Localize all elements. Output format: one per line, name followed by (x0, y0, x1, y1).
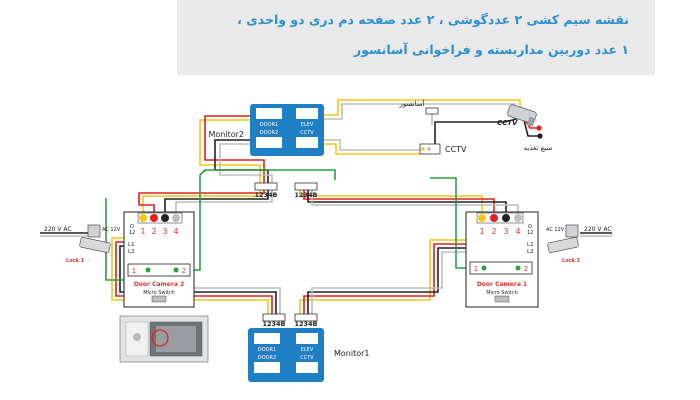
lock-1-label: Lock 1 (66, 258, 85, 264)
lock-2-icon (547, 237, 579, 253)
monitor1-cctv-label: CCTV (300, 355, 314, 361)
header-banner: نقشه سیم کشی ۲ عددگوشی ، ۲ عدد صفحه دم د… (177, 0, 655, 75)
cctv-camera: CCTV منبع تغذیه (497, 104, 553, 152)
connector-bottom-right: 1234B (294, 313, 318, 328)
connector-top-right: 1234B (294, 182, 318, 199)
monitor1-door2-label: DOOR2 (258, 355, 276, 361)
monitor2-cctv-label: CCTV (300, 130, 314, 136)
cam1-t2: 2 (491, 227, 496, 236)
cam2-l1: L1 (128, 242, 135, 248)
power-source-label: منبع تغذیه (524, 144, 553, 152)
connector-bottom-left-label: 1234B (262, 320, 285, 328)
monitor1-elev-label: ELEV (301, 347, 314, 353)
cam2-12: 12 (129, 230, 135, 236)
cam1-power-plug-icon (565, 224, 579, 238)
cam1-switch-1: 1 (474, 265, 478, 273)
cam1-t1: 1 (479, 227, 484, 236)
monitor1-label: Monitor1 (334, 349, 370, 358)
connector-bottom-left: 1234B (262, 313, 286, 328)
cam2-t1: 1 (140, 227, 145, 236)
cam2-t3: 3 (162, 227, 167, 236)
cam2-switch-1: 1 (132, 267, 136, 275)
cctv-box: CCTV (419, 143, 467, 155)
cam1-power-label: 220 V AC (584, 226, 612, 233)
cam1-l2: L2 (527, 249, 534, 255)
lock-1-icon (79, 237, 111, 253)
cam1-switch-2: 2 (524, 265, 528, 273)
cam2-title: Door Camera 2 (134, 281, 184, 288)
cctv-terminal-dots (421, 147, 431, 151)
cam1-12: 12 (527, 230, 533, 236)
cam1-t4: 4 (515, 227, 520, 236)
monitor-1: DOOR1 ELEV DOOR2 CCTV (248, 328, 324, 382)
cam1-ac-label: AC 12V (546, 227, 565, 233)
cam1-l1: L1 (527, 242, 534, 248)
cam1-t3: 3 (503, 227, 508, 236)
cam2-ac-label: AC 12V (102, 227, 121, 233)
cam2-l2: L2 (128, 249, 135, 255)
cctv-camera-label: CCTV (497, 119, 518, 127)
connector-top-left: 1234B (254, 182, 278, 199)
cam2-o: O (130, 224, 134, 230)
monitor1-door1-label: DOOR1 (258, 347, 276, 353)
connector-top-left-label: 1234B (254, 191, 277, 199)
monitor2-label: Monitor2 (209, 130, 245, 139)
monitor2-door2-label: DOOR2 (260, 130, 278, 136)
header-title-line2: ۱ عدد دوربین مداربسته و فراخوانی آسانسور (353, 42, 629, 57)
cam1-title: Door Camera 1 (477, 281, 527, 288)
cam2-t2: 2 (151, 227, 156, 236)
elevator-terminal (425, 107, 439, 115)
elevator-label: آسانسور (398, 99, 425, 108)
door-camera-2: O 12 1 2 3 4 L1 L2 1 2 Door Camera 2 Mic… (123, 211, 195, 308)
cam2-t4: 4 (173, 227, 178, 236)
monitor2-elev-label: ELEV (301, 122, 314, 128)
indoor-unit-image (119, 315, 209, 363)
door-camera-1: 1 2 3 4 O 12 L1 L2 1 2 Door Camera 1 Mic… (465, 211, 539, 308)
monitor2-door1-label: DOOR1 (260, 122, 278, 128)
cam1-micro-switch: Micro Switch (486, 290, 518, 296)
cam2-micro-switch: Micro Switch (143, 290, 175, 296)
cam2-switch-2: 2 (182, 267, 186, 275)
monitor-2: DOOR1 ELEV DOOR2 CCTV (250, 104, 324, 156)
cam2-power-label: 220 V AC (44, 226, 72, 233)
header-title-line1: نقشه سیم کشی ۲ عددگوشی ، ۲ عدد صفحه دم د… (237, 12, 629, 27)
connector-bottom-right-label: 1234B (294, 320, 317, 328)
cctv-box-label: CCTV (445, 145, 467, 154)
cam2-power-plug-icon (87, 224, 101, 238)
connector-top-right-label: 1234B (294, 191, 317, 199)
cam1-o: O (528, 224, 532, 230)
lock-2-label: Lock 2 (562, 258, 581, 264)
